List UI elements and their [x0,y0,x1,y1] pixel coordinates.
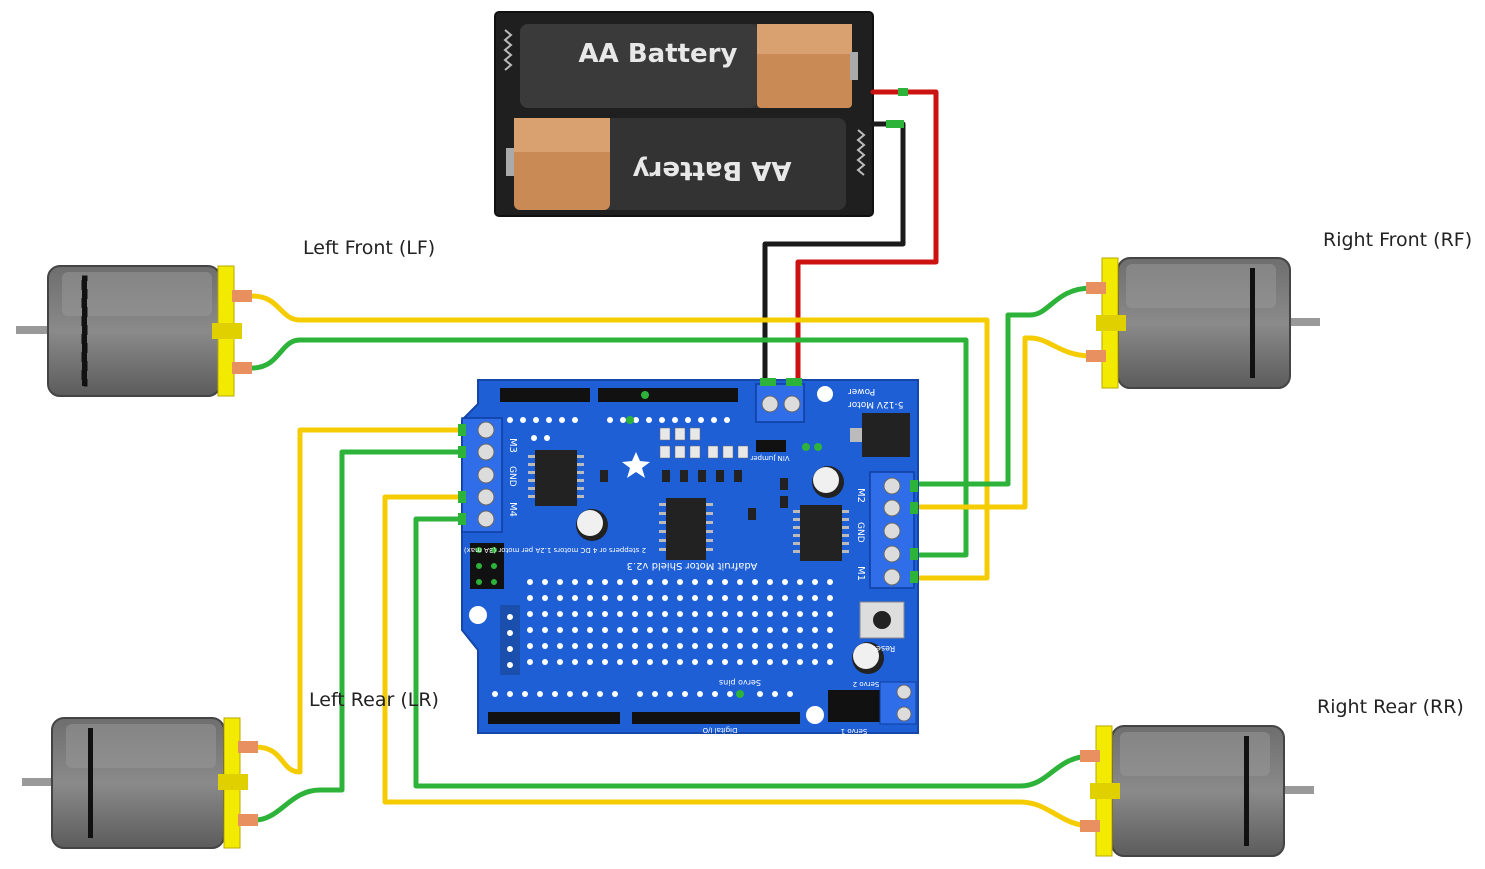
label-servo2: Servo 2 [853,680,880,688]
label-servo-pins: Servo pins [719,678,761,687]
driver-chip-center [659,498,713,560]
label-left-rear: Left Rear (LR) [309,689,439,711]
adafruit-star-icon [622,452,650,478]
power-terminal [755,378,805,423]
motor-left-rear [22,717,258,849]
reset-button[interactable] [859,601,905,639]
battery-holder: AA Battery AA Battery [494,11,874,217]
battery-label-top: AA Battery [579,39,738,69]
driver-chip-right [793,505,849,561]
motor-right-rear [1080,725,1314,857]
wire-rf-green [917,285,1095,487]
label-vin-jumper: VIN Jumper [750,454,789,462]
wire-rf-yellow [917,335,1095,510]
capacitor [852,642,884,674]
battery-cell-bottom: AA Battery [506,118,846,210]
wire-lr-yellow [252,427,465,775]
label-gnd-right: GND [855,522,865,543]
capacitor [812,466,844,498]
label-m3: M3 [507,438,518,453]
wire-rr-yellow [382,494,1095,829]
wires [249,88,1095,829]
prototype-grid [527,0,833,665]
label-m2: M2 [855,488,866,503]
label-right-rear: Right Rear (RR) [1317,696,1464,718]
label-power-spec: 5-12V Motor [848,399,904,409]
wire-lr-green [252,449,465,823]
label-left-front: Left Front (LF) [303,237,436,259]
driver-chip-left [528,450,584,506]
label-reset: Reset [873,644,895,653]
wire-battery-red [795,89,939,388]
motor-left-front [16,265,252,397]
label-shield-notes: 2 steppers or 4 DC motors 1.2A per motor… [464,546,646,554]
motor-shield: M3 GND M4 M2 GND M1 Power 5-12V Motor [458,0,919,735]
motor-right-front [1086,257,1320,389]
terminal-block-m3-m4 [458,417,503,533]
label-m1: M1 [855,566,866,581]
wire-rr-green [413,516,1095,789]
label-power: Power [848,386,876,396]
battery-cell-top: AA Battery [520,24,858,108]
shield-title: Adafruit Motor Shield v2.3 [627,560,758,571]
wire-lf-yellow [249,293,990,581]
label-right-front: Right Front (RF) [1323,229,1473,251]
capacitor [576,509,608,541]
label-m4: M4 [507,502,518,517]
label-servo1: Servo 1 [841,727,868,735]
label-digital-io: Digital I/O [702,726,737,734]
battery-label-bottom: AA Battery [632,155,791,185]
terminal-block-m1-m2 [869,471,918,589]
label-gnd-left: GND [507,466,517,487]
wire-lf-green [249,337,969,558]
